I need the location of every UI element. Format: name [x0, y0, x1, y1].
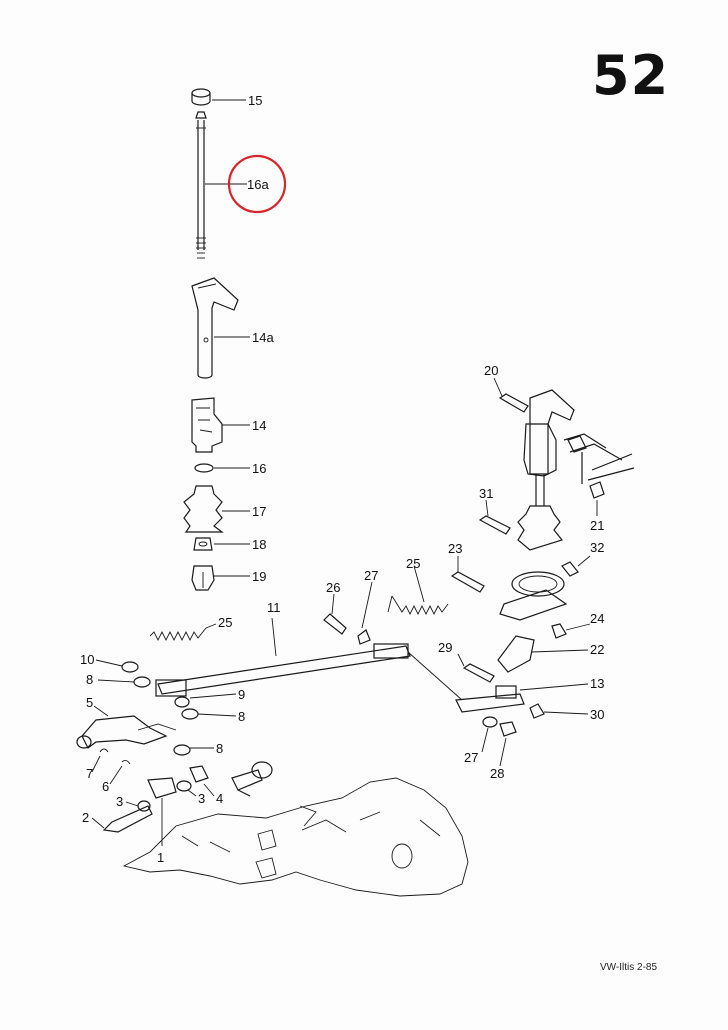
part-18-nut — [193, 537, 250, 551]
part-14a-finger — [191, 277, 250, 379]
callout-20: 20 — [484, 363, 498, 378]
part-16a-rod — [195, 111, 247, 259]
part-ring-base — [499, 571, 568, 621]
callout-9: 9 — [238, 687, 245, 702]
part-10-washer — [95, 659, 139, 673]
part-upper-lever — [523, 389, 635, 484]
part-27-bracket — [357, 581, 373, 645]
part-32-clip — [561, 555, 591, 577]
callout-26: 26 — [326, 580, 340, 595]
part-8-washer-b — [181, 708, 237, 720]
callout-17: 17 — [252, 504, 266, 519]
callout-21: 21 — [590, 518, 604, 533]
part-8-washer-a — [97, 676, 151, 688]
callout-8-b: 8 — [238, 709, 245, 724]
part-17-boot — [183, 485, 250, 533]
callout-19: 19 — [252, 569, 266, 584]
part-22-bellcrank — [497, 635, 589, 673]
part-right-boot — [517, 474, 564, 551]
callout-1: 1 — [157, 850, 164, 865]
part-6-clip — [109, 759, 131, 785]
part-25-spring-left — [149, 623, 217, 642]
callout-10: 10 — [80, 652, 94, 667]
callout-2: 2 — [82, 810, 89, 825]
part-5-lever — [76, 705, 177, 749]
part-31-bolt — [478, 499, 511, 535]
callout-8-c: 8 — [216, 741, 223, 756]
callout-16a: 16a — [247, 177, 269, 192]
part-7-pin — [91, 748, 109, 773]
part-11-shift-rod — [155, 617, 463, 701]
part-29-bolt — [457, 653, 495, 683]
callout-27-bottom: 27 — [464, 750, 478, 765]
document-reference: VW-Iltis 2-85 — [600, 962, 658, 973]
part-19-clevis — [191, 565, 250, 591]
callout-11: 11 — [267, 600, 281, 615]
part-13-link — [455, 683, 589, 713]
callout-23: 23 — [448, 541, 462, 556]
transmission-housing — [122, 777, 469, 897]
callout-25-right: 25 — [406, 556, 420, 571]
part-23-bolt — [450, 556, 485, 593]
part-4-nut — [189, 765, 215, 797]
callout-16: 16 — [252, 461, 266, 476]
part-26-bolt — [323, 593, 347, 635]
callout-29: 29 — [438, 640, 452, 655]
callout-5: 5 — [86, 695, 93, 710]
part-15-cap — [191, 88, 246, 106]
callout-7: 7 — [86, 766, 93, 781]
part-27-washer — [481, 716, 498, 753]
part-3-washer-left — [125, 800, 151, 812]
part-8-washer-c — [173, 744, 214, 756]
part-25-spring-right — [387, 565, 449, 616]
callout-4: 4 — [216, 791, 223, 806]
callout-14: 14 — [252, 418, 266, 433]
part-ball-joint — [147, 761, 273, 799]
part-30-clip — [529, 703, 589, 719]
callout-3-left: 3 — [116, 794, 123, 809]
callout-18: 18 — [252, 537, 266, 552]
callout-31: 31 — [479, 486, 493, 501]
part-21-clip — [589, 481, 605, 516]
callout-22: 22 — [590, 642, 604, 657]
part-2-bolt — [91, 805, 153, 833]
callout-32: 32 — [590, 540, 604, 555]
part-14-sleeve — [191, 397, 250, 453]
highlight-circle — [227, 154, 287, 214]
callout-28: 28 — [490, 766, 504, 781]
callout-27-top: 27 — [364, 568, 378, 583]
callout-14a: 14a — [252, 330, 274, 345]
part-9-washer — [174, 693, 237, 708]
callout-6: 6 — [102, 779, 109, 794]
part-3-washer-right — [176, 780, 197, 797]
part-20-bolt — [493, 377, 529, 413]
part-16-clip — [194, 463, 250, 473]
callout-13: 13 — [590, 676, 604, 691]
part-28-nut — [499, 721, 517, 767]
page-number: 52 — [592, 44, 670, 107]
callout-8-a: 8 — [86, 672, 93, 687]
callout-15: 15 — [248, 93, 262, 108]
callout-24: 24 — [590, 611, 604, 626]
callout-3-right: 3 — [198, 791, 205, 806]
callout-30: 30 — [590, 707, 604, 722]
callout-25-left: 25 — [218, 615, 232, 630]
part-24-clip — [551, 623, 591, 639]
